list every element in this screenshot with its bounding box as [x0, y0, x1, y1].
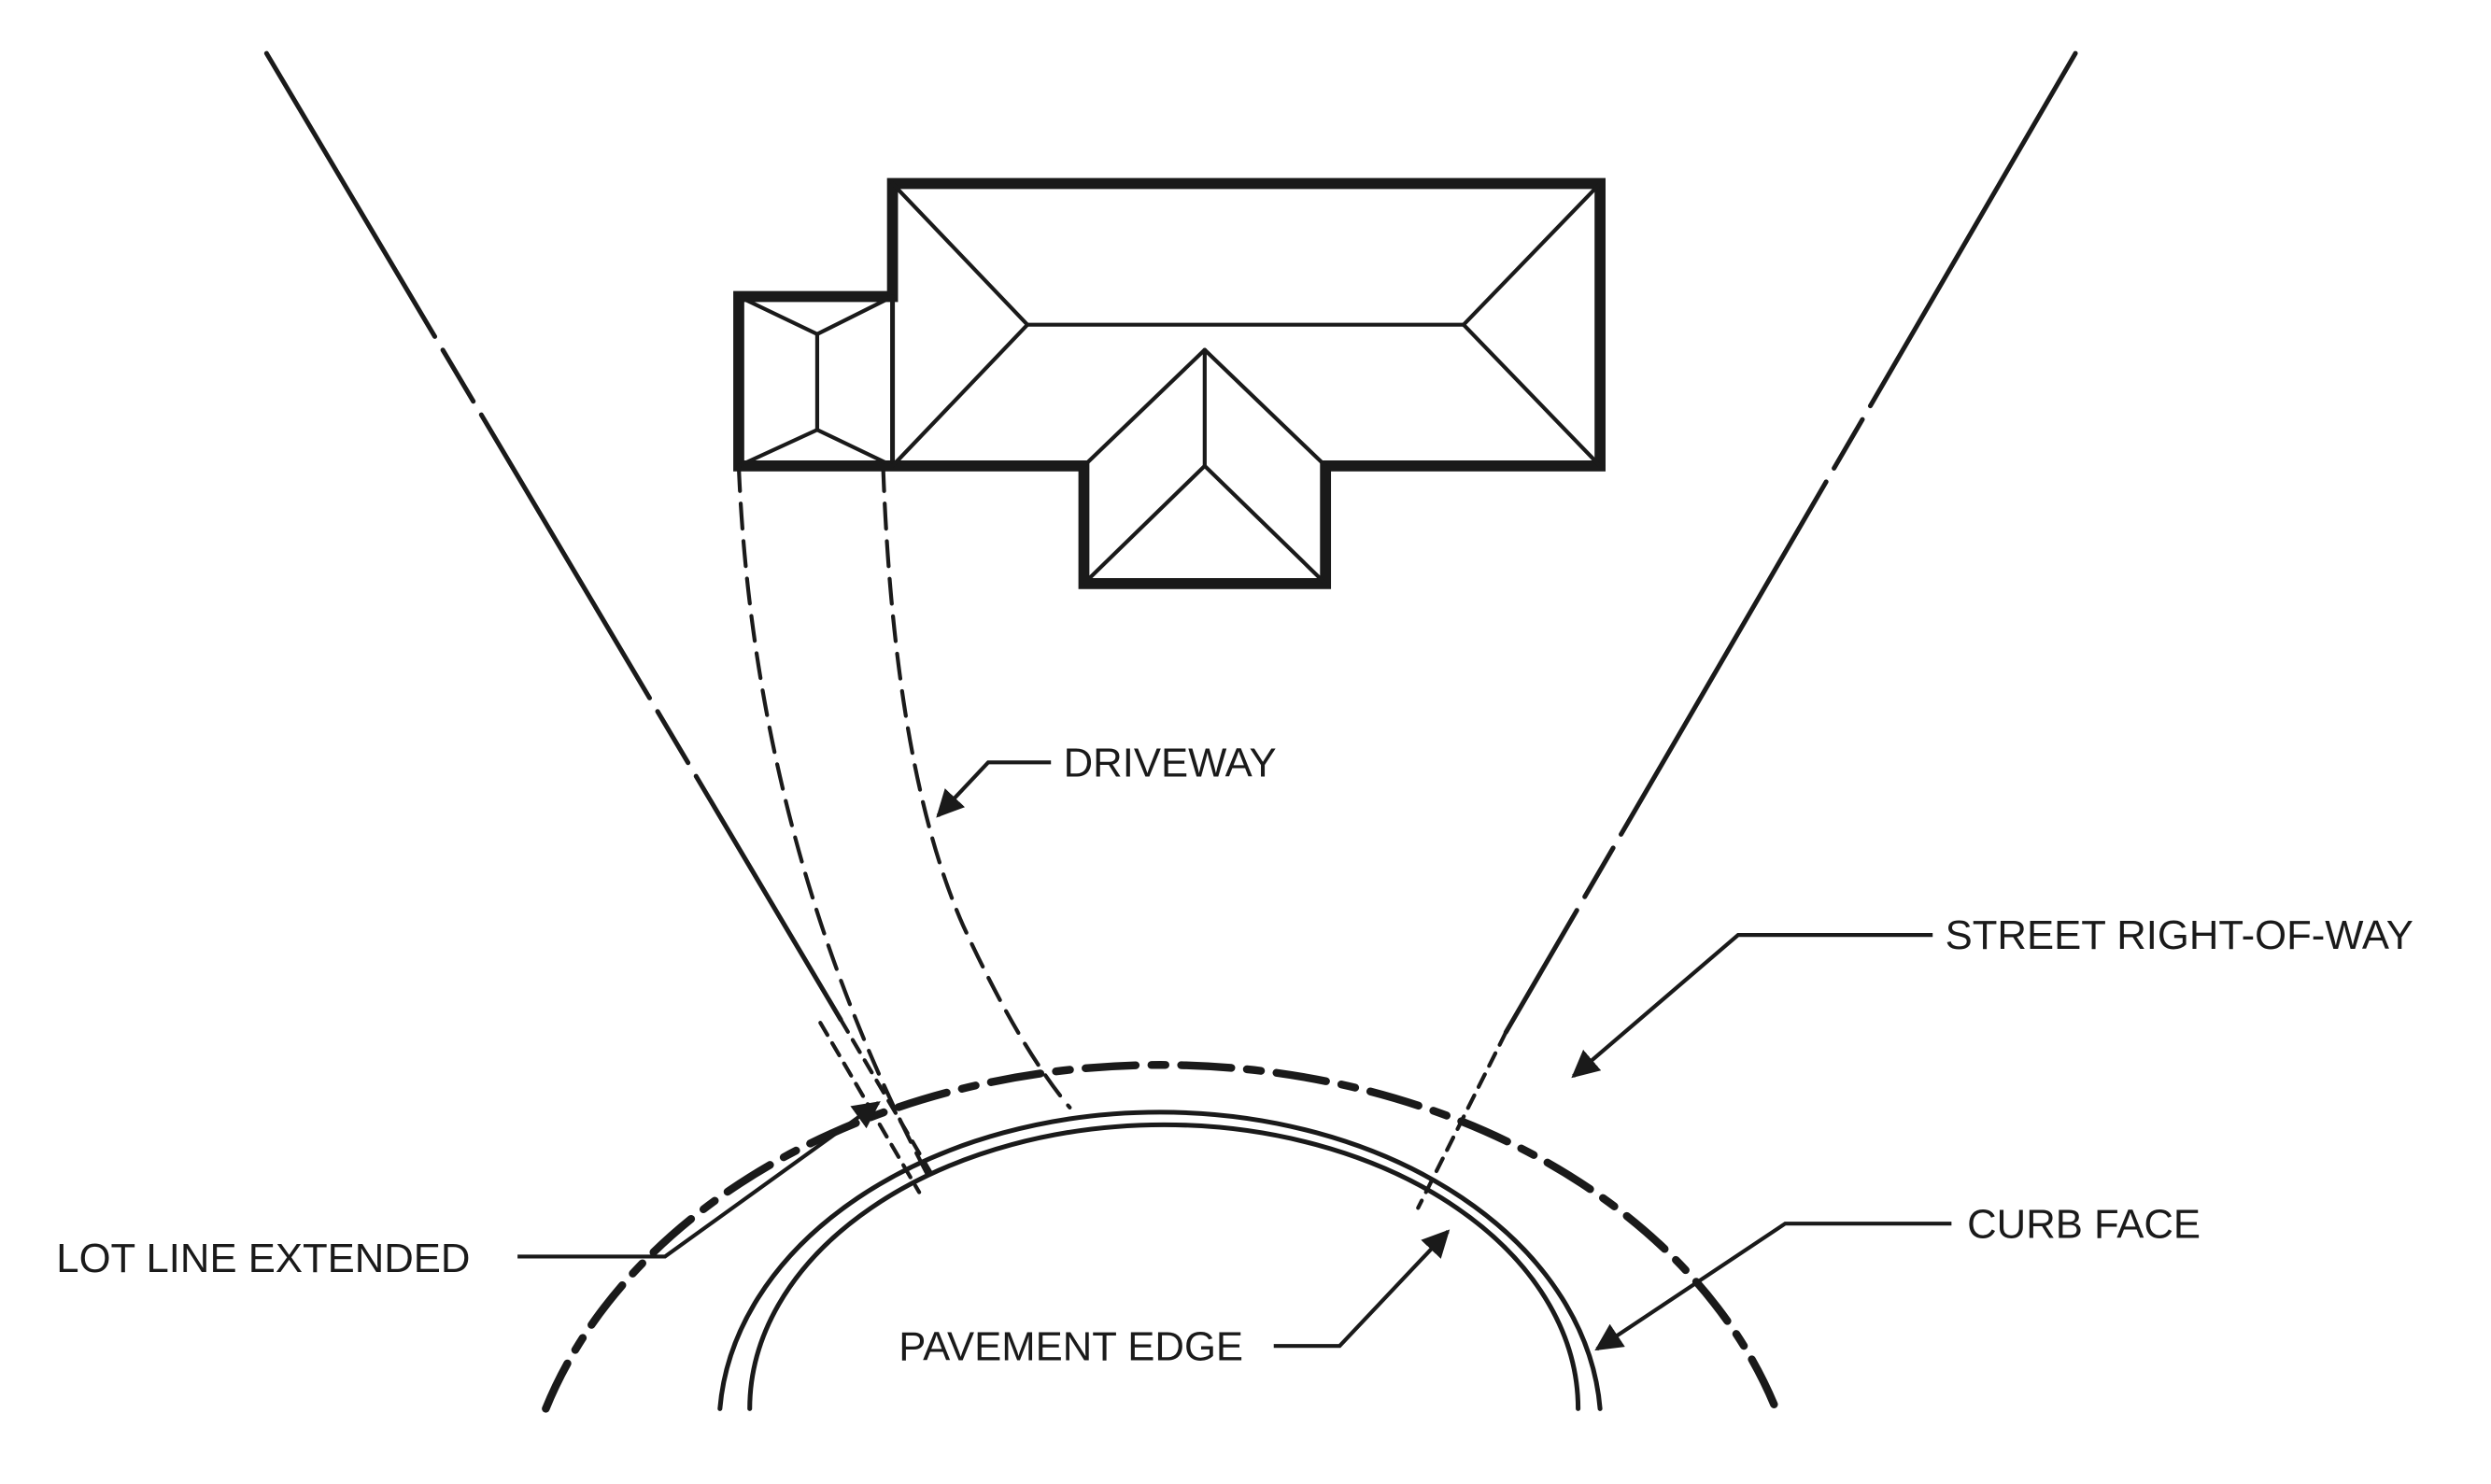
curb-face-leader	[1594, 1222, 1952, 1351]
curb-face-line	[717, 1109, 1603, 1411]
driveway	[736, 463, 1072, 1182]
lot-lines	[263, 50, 2078, 1035]
front-wing-roof	[1082, 347, 1328, 586]
pavement-edge-label: PAVEMENT EDGE	[899, 1323, 1243, 1369]
lot-line-extended-label: LOT LINE EXTENDED	[56, 1236, 470, 1281]
street-right-of-way-leader	[1571, 933, 1933, 1079]
house	[733, 177, 1606, 589]
right-lot-line	[1503, 50, 2078, 1035]
driveway-right-edge	[881, 463, 1072, 1109]
lot-line-extended-leader	[517, 1101, 881, 1259]
curb-face-label: CURB FACE	[1967, 1201, 2201, 1247]
driveway-label: DRIVEWAY	[1064, 740, 1277, 785]
side-wing-roof	[736, 294, 895, 468]
pavement-edge-leader	[1273, 1229, 1451, 1349]
main-roof-ridges	[890, 181, 1603, 468]
labels: DRIVEWAY STREET RIGHT-OF-WAY LOT LINE EX…	[56, 740, 2413, 1369]
leaders	[517, 760, 1952, 1351]
driveway-left-edge	[736, 463, 932, 1182]
pavement-edge-line	[747, 1122, 1581, 1411]
driveway-leader	[936, 760, 1052, 818]
left-lot-line	[263, 50, 843, 1023]
left-lot-line-extended	[839, 1017, 938, 1182]
street-right-of-way-label: STREET RIGHT-OF-WAY	[1946, 912, 2413, 958]
street-right-of-way-line	[542, 1061, 1780, 1413]
